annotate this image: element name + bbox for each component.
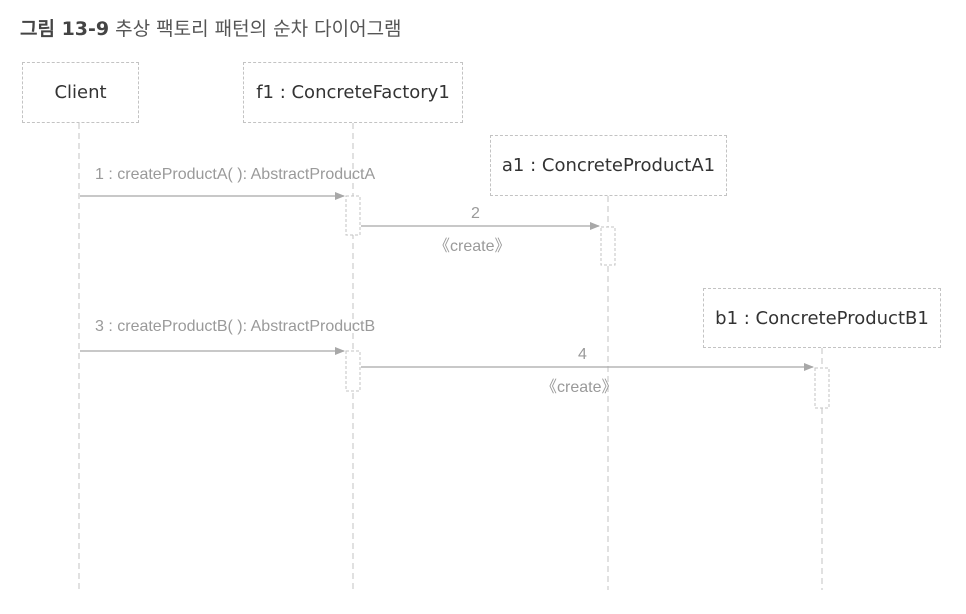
figure-number: 그림 13-9	[20, 18, 110, 40]
lifeline-f1-box: f1 : ConcreteFactory1	[243, 62, 463, 123]
figure-title: 추상 팩토리 패턴의 순차 다이어그램	[115, 18, 402, 40]
figure-caption: 그림 13-9 추상 팩토리 패턴의 순차 다이어그램	[20, 14, 402, 41]
lifeline-client-label: Client	[54, 82, 107, 103]
message-2-stereotype: 《create》	[434, 238, 511, 255]
activation-b1	[814, 367, 830, 409]
message-2-number: 2	[471, 205, 480, 222]
message-1-label: 1 : createProductA( ): AbstractProductA	[95, 166, 376, 183]
message-3-label: 3 : createProductB( ): AbstractProductB	[95, 318, 376, 335]
lifeline-a1-label: a1 : ConcreteProductA1	[501, 155, 716, 176]
lifeline-b1-label: b1 : ConcreteProductB1	[715, 307, 929, 329]
lifeline-f1-label: f1 : ConcreteFactory1	[256, 82, 450, 103]
message-4-number: 4	[578, 346, 587, 363]
lifeline-b1-box: b1 : ConcreteProductB1	[703, 288, 941, 348]
message-4-stereotype: 《create》	[541, 379, 618, 396]
lifeline-a1-box: a1 : ConcreteProductA1	[490, 135, 727, 196]
activation-f1-2	[345, 350, 361, 392]
activation-a1	[600, 226, 616, 266]
lifeline-client-box: Client	[22, 62, 139, 123]
activation-f1-1	[345, 195, 361, 236]
